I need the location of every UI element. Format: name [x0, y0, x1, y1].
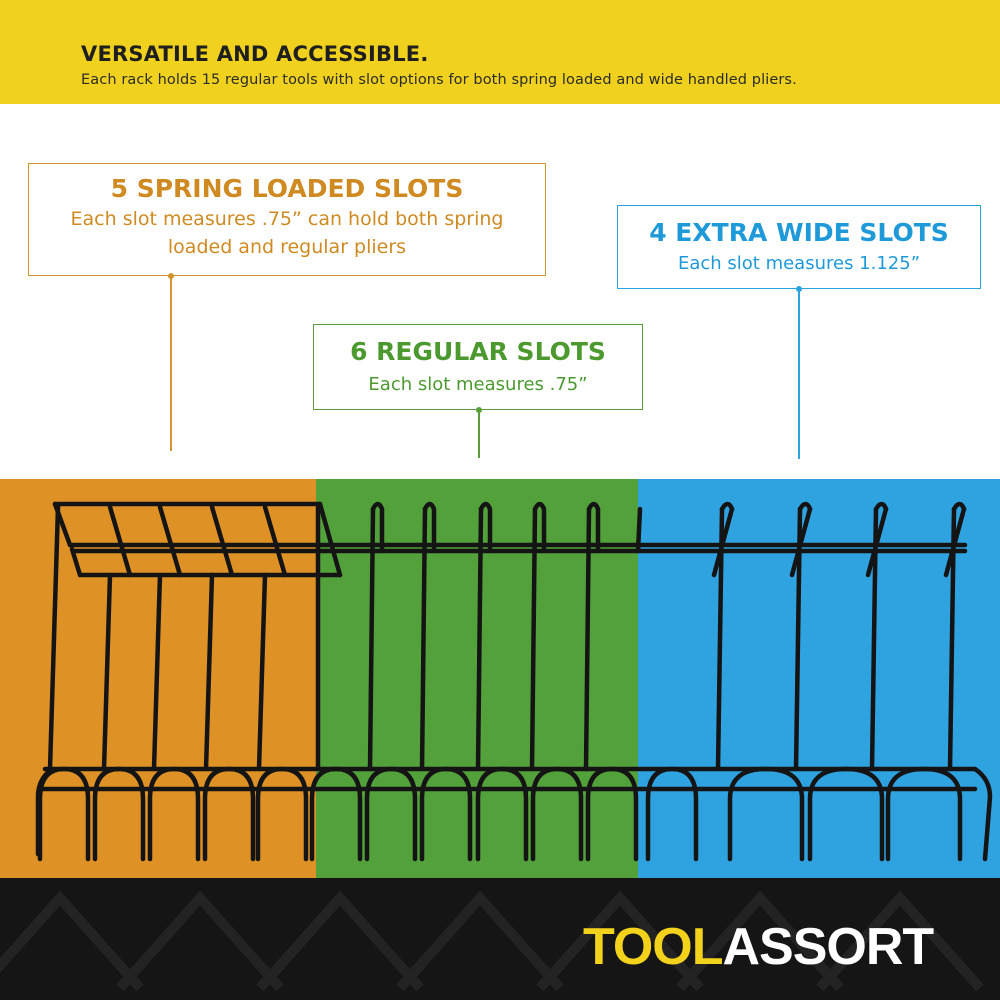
- callout-spring-title: 5 SPRING LOADED SLOTS: [110, 174, 464, 203]
- rack-loop: [147, 766, 201, 862]
- callout-regular-description: Each slot measures .75”: [368, 374, 588, 395]
- callout-extra-wide: 4 EXTRA WIDE SLOTS Each slot measures 1.…: [617, 205, 981, 289]
- rack-loop: [255, 766, 309, 862]
- rack-tine-wide-angle: [865, 506, 889, 578]
- rack-tine-wide-angle: [789, 506, 813, 578]
- rack-tine-spring: [203, 572, 215, 772]
- rack-loop: [364, 766, 418, 862]
- regular-leader-line: [478, 410, 480, 458]
- spring-leader-dot: [167, 273, 174, 279]
- rack-tine-spring: [256, 572, 268, 772]
- rack-loop: [92, 766, 146, 862]
- rack-frame-left: [47, 504, 61, 772]
- logo-tool-text: TOOL: [583, 918, 723, 976]
- callout-wide-title: 4 EXTRA WIDE SLOTS: [649, 218, 949, 247]
- rack-loop: [645, 766, 699, 862]
- callout-regular-title: 6 REGULAR SLOTS: [350, 337, 606, 366]
- footer-bar: [0, 878, 1000, 1000]
- rack-loop: [202, 766, 256, 862]
- callout-wide-description: Each slot measures 1.125”: [677, 253, 921, 274]
- plier-rack-image: [35, 501, 993, 862]
- wide-leader-line: [798, 289, 800, 459]
- rack-loop: [585, 766, 639, 862]
- rack-tine-regular: [529, 506, 538, 772]
- callout-spring-description: Each slot measures .75” can hold both sp…: [70, 208, 504, 258]
- rack-loop: [807, 766, 885, 862]
- banner-title: VERSATILE AND ACCESSIBLE.: [81, 42, 429, 66]
- callout-regular: 6 REGULAR SLOTS Each slot measures .75”: [313, 324, 643, 410]
- rack-tine-regular: [367, 506, 376, 772]
- rack-tine-regular: [583, 506, 592, 772]
- rack-loop: [727, 766, 805, 862]
- rack-tine-wide-tip: [635, 506, 643, 554]
- rack-loop: [309, 766, 363, 862]
- rack-loop: [419, 766, 473, 862]
- rack-tine-spring: [101, 572, 113, 772]
- rack-loop: [530, 766, 584, 862]
- regular-leader-dot: [475, 407, 482, 413]
- rack-tine-wide-angle: [711, 506, 735, 578]
- top-banner: VERSATILE AND ACCESSIBLE. Each rack hold…: [0, 0, 1000, 104]
- spring-leader-line: [170, 276, 172, 451]
- rack-tine-wide-angle: [943, 506, 967, 578]
- banner-subtitle: Each rack holds 15 regular tools with sl…: [81, 72, 797, 88]
- rack-loop: [475, 766, 529, 862]
- logo-assort-text: ASSORT: [722, 918, 934, 976]
- callout-spring-loaded: 5 SPRING LOADED SLOTS Each slot measures…: [28, 163, 546, 276]
- rack-tine-regular: [475, 506, 484, 772]
- tool-assort-logo: TOOLASSORT: [583, 917, 934, 977]
- rack-loop: [885, 766, 963, 862]
- wide-leader-dot: [795, 286, 802, 292]
- rack-tine-regular: [419, 506, 428, 772]
- rack-loop: [37, 766, 91, 862]
- rack-tine-spring: [151, 572, 163, 772]
- footer-pattern: [0, 890, 984, 992]
